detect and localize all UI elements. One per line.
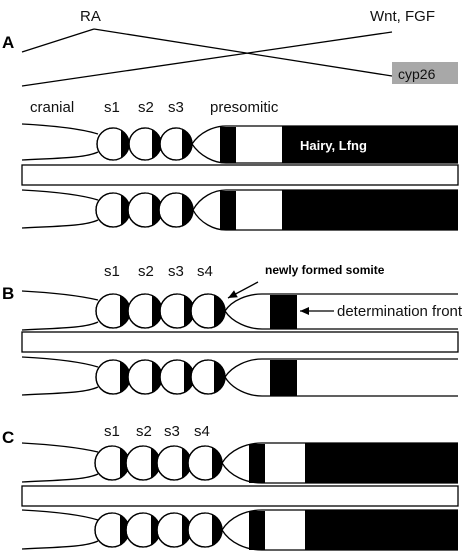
somite-a-top-2 [128, 127, 162, 161]
b-cranial-outline-bottom [21, 321, 99, 331]
determination-stripe-b-bottom [270, 360, 297, 396]
cranial-outline-bottom-lower [21, 219, 99, 229]
somite-b-top-2 [127, 293, 163, 329]
somite-a-top-3 [159, 127, 193, 161]
c-psm-outline-top [221, 442, 458, 464]
newly-formed-somite-label: newly formed somite [265, 263, 385, 277]
somite-label-b-s1: s1 [104, 263, 120, 280]
somite-c-top-2 [125, 445, 161, 481]
notochord-a [21, 164, 459, 186]
ra-gradient-fall [93, 28, 393, 77]
stripe-a-top [220, 127, 236, 163]
somite-b-bottom-4 [190, 359, 226, 395]
ra-label: RA [80, 8, 101, 25]
b-psm-outline-top [224, 293, 458, 312]
determination-front-label: determination front [337, 303, 463, 320]
stripe-a-bottom [220, 191, 236, 230]
notochord-c [21, 485, 459, 507]
posterior-expression-c-bottom [305, 510, 458, 550]
b-psm-outline-bottom [224, 310, 458, 330]
somite-label-s3: s3 [168, 99, 184, 116]
c-cranial-outline-top-lower [21, 509, 99, 521]
c-cranial-outline-bottom-lower [21, 540, 99, 550]
psm-outline-top [191, 125, 458, 145]
somite-b-top-3 [159, 293, 195, 329]
somite-c-bottom-1 [94, 512, 130, 548]
panel-a-lower-mesoderm [21, 189, 458, 231]
cyp26-box [392, 62, 458, 84]
cranial-outline-top [21, 123, 99, 135]
presomitic-label: presomitic [210, 99, 279, 116]
posterior-expression-c-top [305, 443, 458, 483]
notochord-b [21, 331, 459, 353]
panel-c-letter: C [2, 428, 14, 447]
psm-outline-top-lower [192, 189, 458, 211]
stripe-c-top [249, 444, 265, 483]
b-psm-outline-bottom-lower [224, 376, 458, 397]
somite-label-c-s3: s3 [164, 423, 180, 440]
c-cranial-outline-top [21, 442, 99, 453]
cranial-label: cranial [30, 99, 74, 116]
somite-label-b-s2: s2 [138, 263, 154, 280]
posterior-expression-a-bottom [282, 190, 458, 230]
panel-a: A RA Wnt, FGF cyp26 cranial s1 s2 s3 pre… [2, 8, 459, 231]
somite-b-top-1 [95, 293, 131, 329]
c-cranial-outline-bottom [21, 473, 99, 483]
somite-c-bottom-2 [125, 512, 161, 548]
somite-a-bottom-2 [127, 192, 163, 228]
somite-a-bottom-1 [95, 192, 131, 228]
newly-formed-arrow [227, 281, 259, 299]
somite-c-top-3 [156, 445, 192, 481]
somite-label-b-s4: s4 [197, 263, 213, 280]
panel-a-upper-mesoderm: Hairy, Lfng [21, 123, 458, 164]
hairy-lfng-label: Hairy, Lfng [300, 138, 367, 153]
panel-b: B s1 s2 s3 s4 newly formed somite determ… [2, 263, 463, 397]
ra-gradient-rise [21, 28, 95, 53]
somite-label-s1: s1 [104, 99, 120, 116]
somite-b-bottom-1 [95, 359, 131, 395]
somite-c-bottom-3 [156, 512, 192, 548]
cranial-outline-top-lower [21, 189, 99, 201]
b-cranial-outline-top [21, 290, 99, 301]
b-cranial-outline-bottom-lower [21, 386, 99, 396]
panel-b-letter: B [2, 284, 14, 303]
wnt-fgf-gradient [21, 31, 393, 87]
determination-stripe-b-top [270, 295, 297, 329]
b-psm-outline-top-lower [224, 358, 458, 378]
cyp26-label: cyp26 [398, 66, 436, 82]
somite-c-bottom-4 [187, 512, 223, 548]
somite-b-bottom-2 [127, 359, 163, 395]
panel-b-lower-mesoderm [21, 356, 458, 397]
panel-c: C s1 s2 s3 s4 [2, 423, 459, 551]
panel-c-lower-mesoderm [21, 509, 458, 551]
somite-a-bottom-3 [158, 192, 194, 228]
somite-label-c-s1: s1 [104, 423, 120, 440]
somite-label-c-s2: s2 [136, 423, 152, 440]
stripe-c-bottom [249, 511, 265, 550]
panel-a-letter: A [2, 33, 14, 52]
c-psm-outline-top-lower [221, 509, 458, 531]
somite-b-top-4 [190, 293, 226, 329]
cranial-outline-bottom [21, 151, 99, 161]
posterior-expression-a-top [282, 126, 458, 163]
panel-b-upper-mesoderm [21, 290, 458, 331]
somite-label-s2: s2 [138, 99, 154, 116]
wnt-fgf-label: Wnt, FGF [370, 8, 435, 25]
somite-c-top-4 [187, 445, 223, 481]
somite-label-c-s4: s4 [194, 423, 210, 440]
somite-a-top-1 [96, 127, 130, 161]
somite-c-top-1 [94, 445, 130, 481]
panel-c-upper-mesoderm [21, 442, 458, 484]
somite-b-bottom-3 [159, 359, 195, 395]
somite-label-b-s3: s3 [168, 263, 184, 280]
b-cranial-outline-top-lower [21, 356, 99, 368]
